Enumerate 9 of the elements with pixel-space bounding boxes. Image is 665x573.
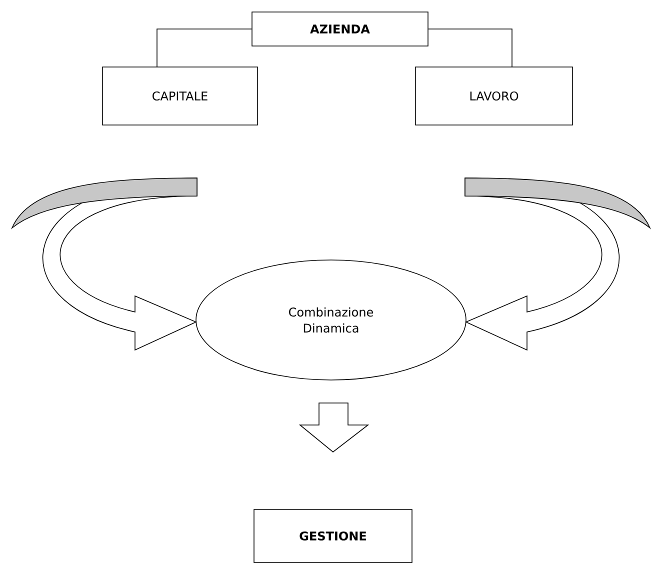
process-box: LAVORO	[415, 66, 573, 126]
block-arrow	[12, 178, 198, 350]
process-box: CAPITALE	[102, 66, 258, 126]
title-box: AZIENDA	[252, 12, 428, 46]
block-arrow	[464, 178, 650, 350]
block-arrow	[298, 402, 370, 452]
result-box: GESTIONE	[254, 509, 412, 563]
connector-line	[428, 28, 512, 68]
connector-line	[156, 28, 252, 68]
